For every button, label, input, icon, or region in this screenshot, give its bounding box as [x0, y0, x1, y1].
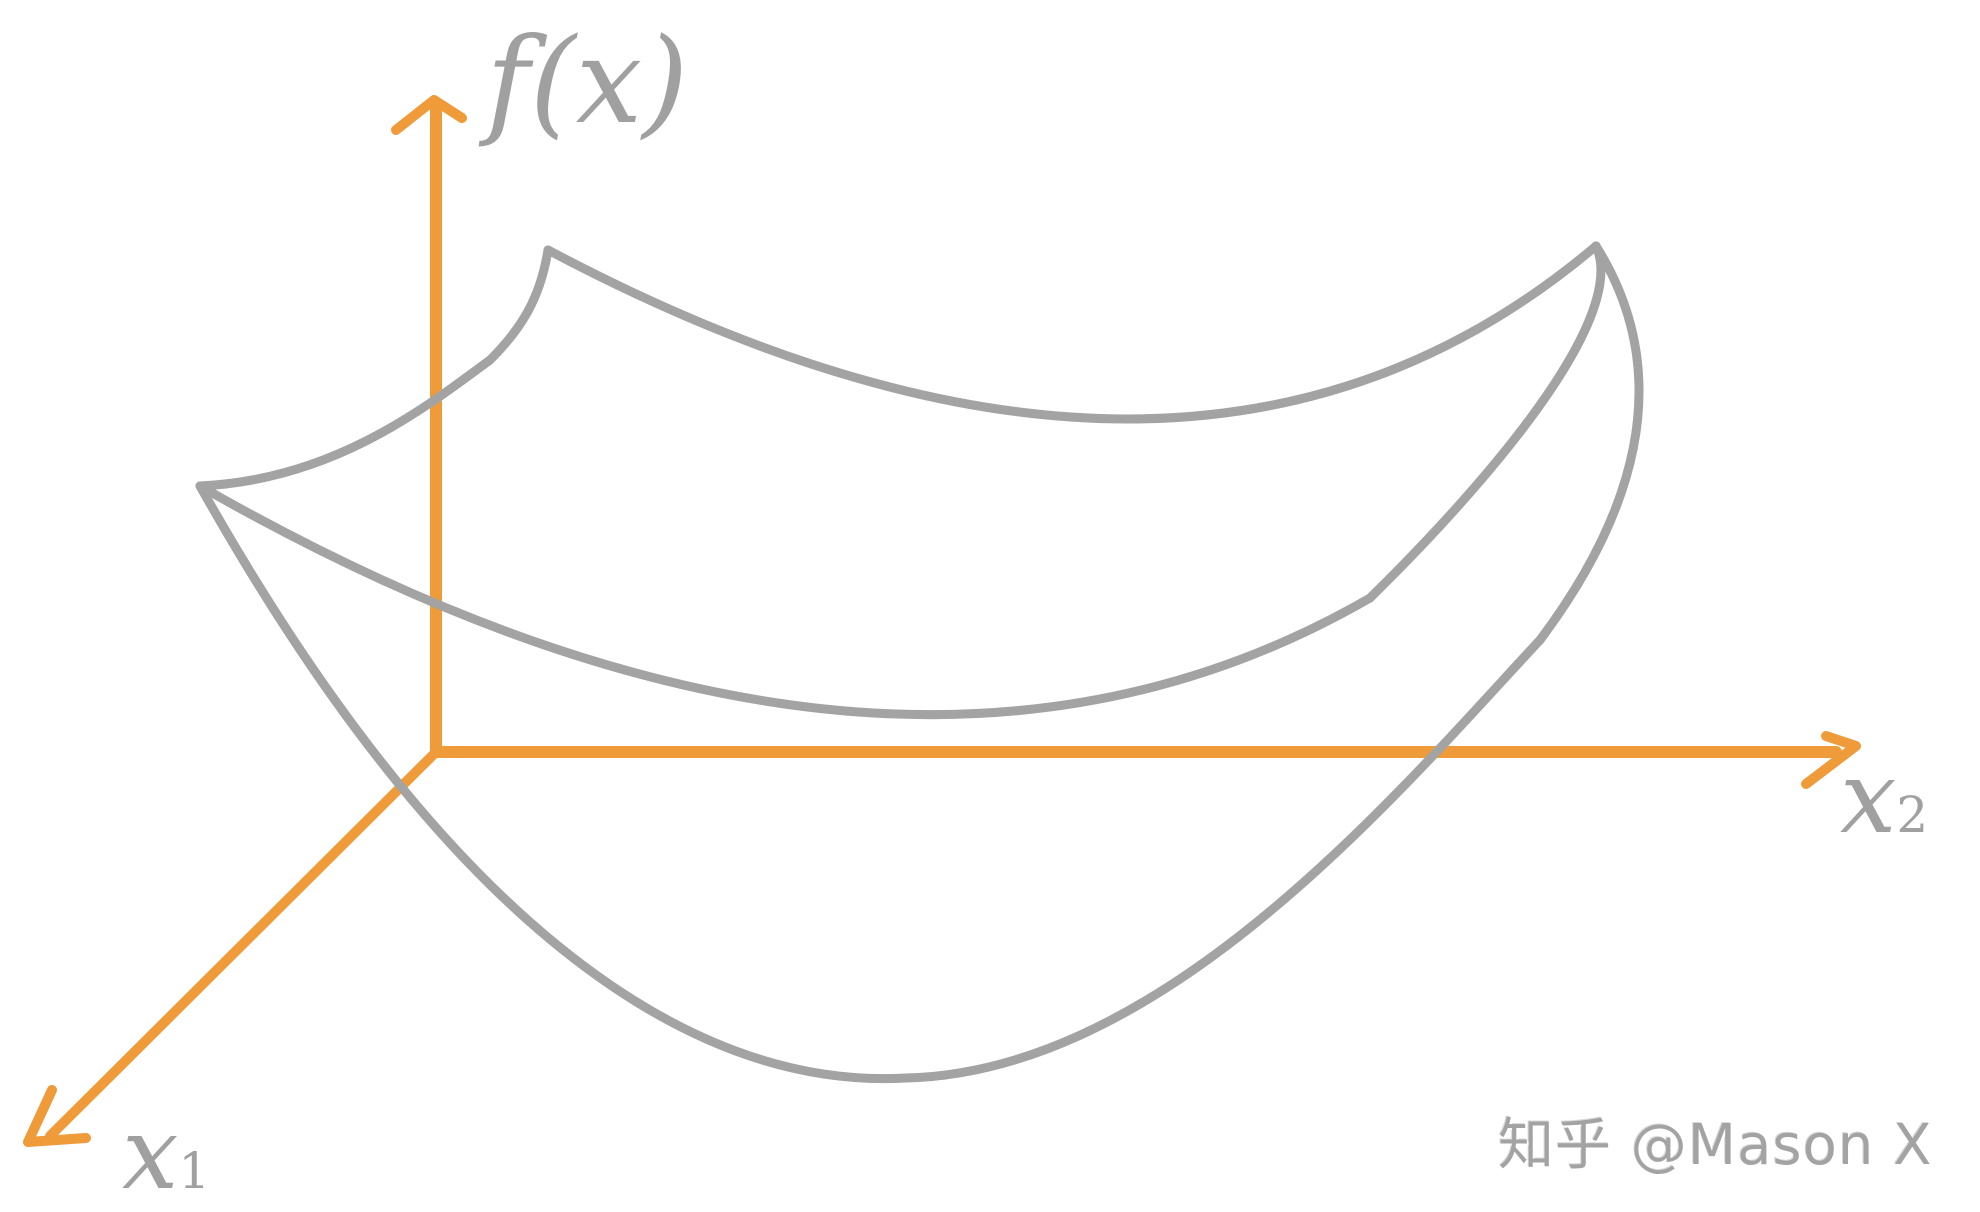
- depth-axis-arrowhead: [23, 1085, 91, 1147]
- depth-axis-label: x1: [122, 1104, 210, 1204]
- horizontal-axis-label: x2: [1840, 748, 1928, 848]
- vertical-axis-label: f(x): [486, 22, 688, 140]
- axes-group: [23, 95, 1861, 1147]
- depth-axis-label-subscript: 1: [178, 1142, 211, 1200]
- surface-group: [195, 241, 1644, 1084]
- horizontal-axis-label-subscript: 2: [1896, 786, 1929, 844]
- vertical-axis-label-arg: (x): [529, 12, 689, 150]
- surface-back-edge: [543, 241, 1601, 424]
- horizontal-axis-label-var: x: [1840, 739, 1897, 856]
- surface-bowl-curve: [195, 481, 1545, 1084]
- depth-axis-label-var: x: [122, 1095, 179, 1212]
- surface-left-edge: [195, 245, 553, 491]
- surface-front-edge: [195, 481, 1375, 720]
- surface-right-edge: [1365, 241, 1606, 603]
- vertical-axis-arrowhead: [391, 95, 467, 135]
- horizontal-axis-arrowhead: [1801, 731, 1861, 789]
- depth-axis-line: [45, 747, 441, 1141]
- surface-outer-curve: [1535, 241, 1644, 645]
- vertical-axis-label-func: f: [486, 12, 530, 150]
- watermark-text: 知乎 @Mason X: [1498, 1113, 1933, 1178]
